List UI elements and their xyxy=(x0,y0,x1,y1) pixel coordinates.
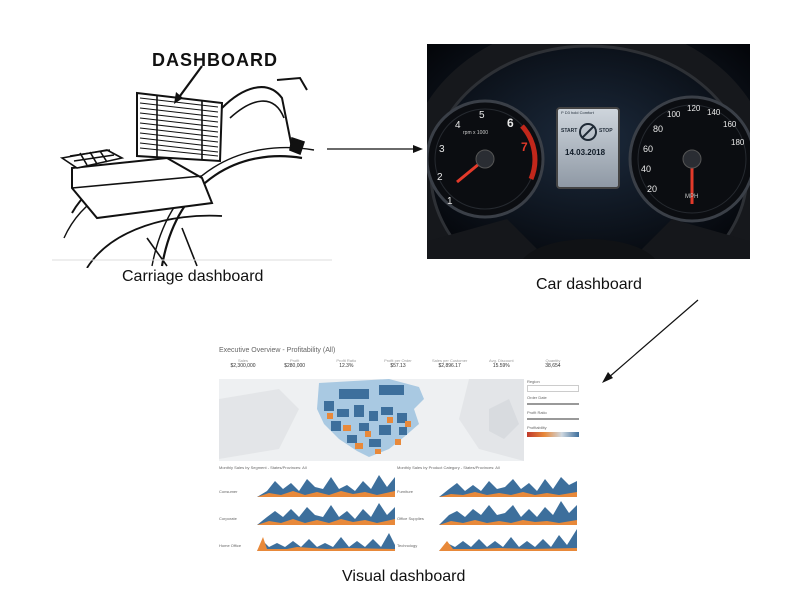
speed-tick-60: 60 xyxy=(643,144,654,154)
arrow-car-to-visual xyxy=(602,299,699,383)
map-area xyxy=(219,379,524,461)
right-row-label-1: Furniture xyxy=(397,489,414,494)
order-date-slider[interactable] xyxy=(527,403,579,405)
kpi-strip: Sales$2,300,000 Profit$280,000 Profit Ra… xyxy=(219,358,577,376)
right-row-label-3: Technology xyxy=(397,543,418,548)
right-area-row-2 xyxy=(439,501,577,525)
left-area-row-3 xyxy=(257,533,395,551)
right-area-row-1 xyxy=(439,477,577,497)
filter-region-label: Region xyxy=(527,379,540,384)
profitability-legend xyxy=(527,432,579,437)
tach-tick-3: 3 xyxy=(439,144,445,155)
filter-profit-ratio-label: Profit Ratio xyxy=(527,410,547,415)
arrow-carriage-to-car xyxy=(327,145,423,153)
speed-tick-80: 80 xyxy=(653,124,664,134)
right-chart: Furniture Office Supplies Technology xyxy=(397,471,577,553)
screen-start: START xyxy=(561,128,578,134)
speed-unit: MPH xyxy=(685,194,699,200)
car-dashboard-photo: 1 2 3 4 5 6 7 rpm x 1000 20 40 60 80 100… xyxy=(427,44,750,259)
tach-unit: rpm x 1000 xyxy=(463,130,489,136)
left-area-row-1 xyxy=(257,475,395,497)
speed-tick-160: 160 xyxy=(723,120,737,129)
speed-tick-20: 20 xyxy=(647,184,658,194)
region-dropdown[interactable] xyxy=(527,385,579,392)
left-area-row-2 xyxy=(257,503,395,525)
carriage-drawing xyxy=(52,65,332,269)
right-row-label-2: Office Supplies xyxy=(397,516,424,521)
speed-tick-100: 100 xyxy=(667,110,681,119)
start-stop-icon xyxy=(579,123,597,141)
left-row-label-1: Consumer xyxy=(219,489,238,494)
right-chart-title: Monthly Sales by Product Category - Stat… xyxy=(397,465,500,470)
kpi-profit-per-order: Profit per Order$57.13 xyxy=(384,358,412,369)
left-row-label-3: Home Office xyxy=(219,543,242,548)
speed-tick-120: 120 xyxy=(687,104,701,113)
speedometer xyxy=(628,95,750,223)
visual-caption: Visual dashboard xyxy=(342,568,466,585)
carriage-illustration: DASHBOARD xyxy=(52,38,332,269)
filter-panel: Region Order Date Profit Ratio Profitabi… xyxy=(527,379,579,461)
tach-tick-5: 5 xyxy=(479,110,485,121)
speed-tick-180: 180 xyxy=(731,138,745,147)
tach-tick-1: 1 xyxy=(447,196,453,207)
screen-date: 14.03.2018 xyxy=(565,148,606,157)
profit-ratio-slider[interactable] xyxy=(527,418,579,420)
tach-tick-7: 7 xyxy=(521,140,528,154)
tach-tick-6: 6 xyxy=(507,116,514,130)
speed-tick-40: 40 xyxy=(641,164,652,174)
right-area-row-3 xyxy=(439,529,577,551)
visual-title: Executive Overview - Profitability (All) xyxy=(219,347,336,354)
carriage-caption: Carriage dashboard xyxy=(122,268,264,285)
visual-dashboard: Executive Overview - Profitability (All)… xyxy=(213,343,583,558)
speed-tick-140: 140 xyxy=(707,108,721,117)
left-row-label-2: Corporate xyxy=(219,516,237,521)
car-caption: Car dashboard xyxy=(536,276,642,293)
left-chart: Consumer Corporate Home Office xyxy=(219,471,395,553)
tach-tick-2: 2 xyxy=(437,172,443,183)
left-chart-title: Monthly Sales by Segment - States/Provin… xyxy=(219,465,307,470)
kpi-sales-per-customer: Sales per Customer$2,896.17 xyxy=(431,358,468,369)
tachometer xyxy=(427,99,545,219)
label-arrow xyxy=(176,65,203,101)
screen-stop: STOP xyxy=(599,128,613,134)
tach-tick-4: 4 xyxy=(455,120,461,131)
carriage-label: DASHBOARD xyxy=(152,50,278,70)
filter-profitability-label: Profitability xyxy=(527,425,547,430)
screen-line1: P D3 hold Comfort xyxy=(561,110,594,115)
kpi-profit: Profit$280,000 xyxy=(284,358,306,369)
kpi-sales: Sales$2,300,000 xyxy=(230,358,256,369)
center-screen xyxy=(556,107,620,189)
filter-order-date-label: Order Date xyxy=(527,395,547,400)
